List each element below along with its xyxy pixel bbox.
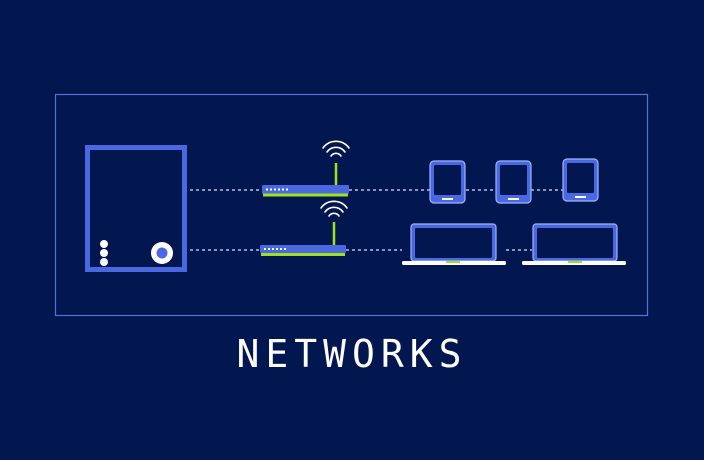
page-title: NETWORKS (236, 332, 468, 376)
server-icon (85, 145, 187, 272)
router-1-icon (262, 140, 350, 197)
diagram-frame (54, 93, 649, 317)
phone-3-icon (562, 158, 599, 202)
links (190, 189, 563, 251)
phone-1-icon (429, 160, 466, 204)
laptop-2-icon (522, 223, 626, 265)
router-2-icon (260, 200, 348, 256)
phone-2-icon (495, 160, 532, 204)
laptop-1-icon (402, 223, 506, 265)
